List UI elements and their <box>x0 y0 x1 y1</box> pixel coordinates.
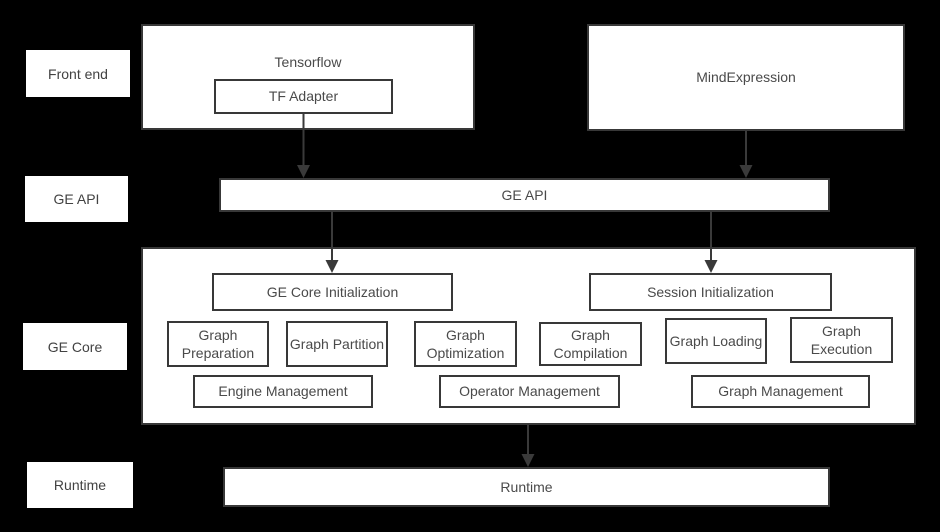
graph-loading-label: Graph Loading <box>669 332 763 349</box>
graph-loading-box: Graph Loading <box>665 318 767 364</box>
graph-compilation-box: Graph Compilation <box>539 322 642 366</box>
ge-api-label: GE API <box>501 186 548 203</box>
row-label-ge-api: GE API <box>25 176 128 222</box>
ge-core-initialization-label: GE Core Initialization <box>266 283 399 300</box>
graph-execution-label: Graph Execution <box>810 322 873 357</box>
row-label-front-end: Front end <box>26 50 130 97</box>
graph-preparation-box: Graph Preparation <box>167 321 269 367</box>
row-label-ge-core: GE Core <box>23 323 127 370</box>
row-label-runtime: Runtime <box>27 462 133 508</box>
operator-management-box: Operator Management <box>439 375 620 408</box>
graph-partition-box: Graph Partition <box>286 321 388 367</box>
ge-api-bar: GE API <box>219 178 830 212</box>
tf-adapter-box: TF Adapter <box>214 79 393 114</box>
ge-core-initialization-box: GE Core Initialization <box>212 273 453 311</box>
tensorflow-box: Tensorflow TF Adapter <box>141 24 475 130</box>
tf-adapter-label: TF Adapter <box>268 88 339 105</box>
mindexpression-box: MindExpression <box>587 24 905 131</box>
runtime-bar: Runtime <box>223 467 830 507</box>
tensorflow-label: Tensorflow <box>274 54 342 70</box>
row-label-ge-core-text: GE Core <box>47 338 103 355</box>
runtime-label: Runtime <box>500 478 553 495</box>
row-label-front-end-text: Front end <box>48 65 108 82</box>
row-label-ge-api-text: GE API <box>53 191 100 207</box>
graph-compilation-label: Graph Compilation <box>553 326 628 361</box>
engine-management-box: Engine Management <box>193 375 373 408</box>
ge-core-box: GE Core Initialization Session Initializ… <box>141 247 916 425</box>
operator-management-label: Operator Management <box>459 383 600 400</box>
graph-management-box: Graph Management <box>691 375 870 408</box>
graph-partition-label: Graph Partition <box>289 335 385 352</box>
graph-preparation-label: Graph Preparation <box>181 326 255 361</box>
mindexpression-label: MindExpression <box>696 69 796 86</box>
arrow-ge-core-to-runtime-icon <box>521 425 535 467</box>
graph-execution-box: Graph Execution <box>790 317 893 363</box>
graph-optimization-label: Graph Optimization <box>426 326 505 361</box>
graph-management-label: Graph Management <box>718 383 843 400</box>
session-initialization-box: Session Initialization <box>589 273 832 311</box>
arrow-mindexpression-to-ge-api-icon <box>739 131 753 178</box>
graph-optimization-box: Graph Optimization <box>414 321 517 367</box>
engine-management-label: Engine Management <box>218 383 348 400</box>
row-label-runtime-text: Runtime <box>53 477 107 493</box>
session-initialization-label: Session Initialization <box>647 283 774 300</box>
